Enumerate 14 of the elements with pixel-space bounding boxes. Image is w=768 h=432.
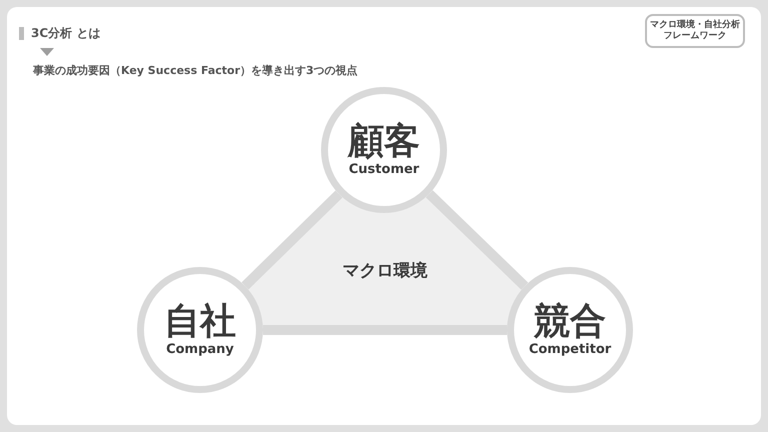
subtitle: 事業の成功要因（Key Success Factor）を導き出す3つの視点 [33, 63, 358, 78]
badge-text: マクロ環境・自社分析 [650, 20, 740, 31]
center-label: マクロ環境 [342, 260, 428, 282]
connector-line [263, 325, 507, 335]
node-title: 自社 [164, 302, 236, 340]
node-subtitle: Competitor [528, 342, 612, 358]
node-subtitle: Company [166, 342, 234, 358]
node-subtitle: Customer [348, 162, 420, 178]
badge-text: フレームワーク [664, 31, 726, 42]
heading: 3C分析 とは [31, 25, 100, 42]
connector-line [242, 190, 342, 290]
node-title: 競合 [534, 302, 606, 340]
node-title: 顧客 [348, 122, 420, 160]
connector-line [426, 190, 528, 290]
